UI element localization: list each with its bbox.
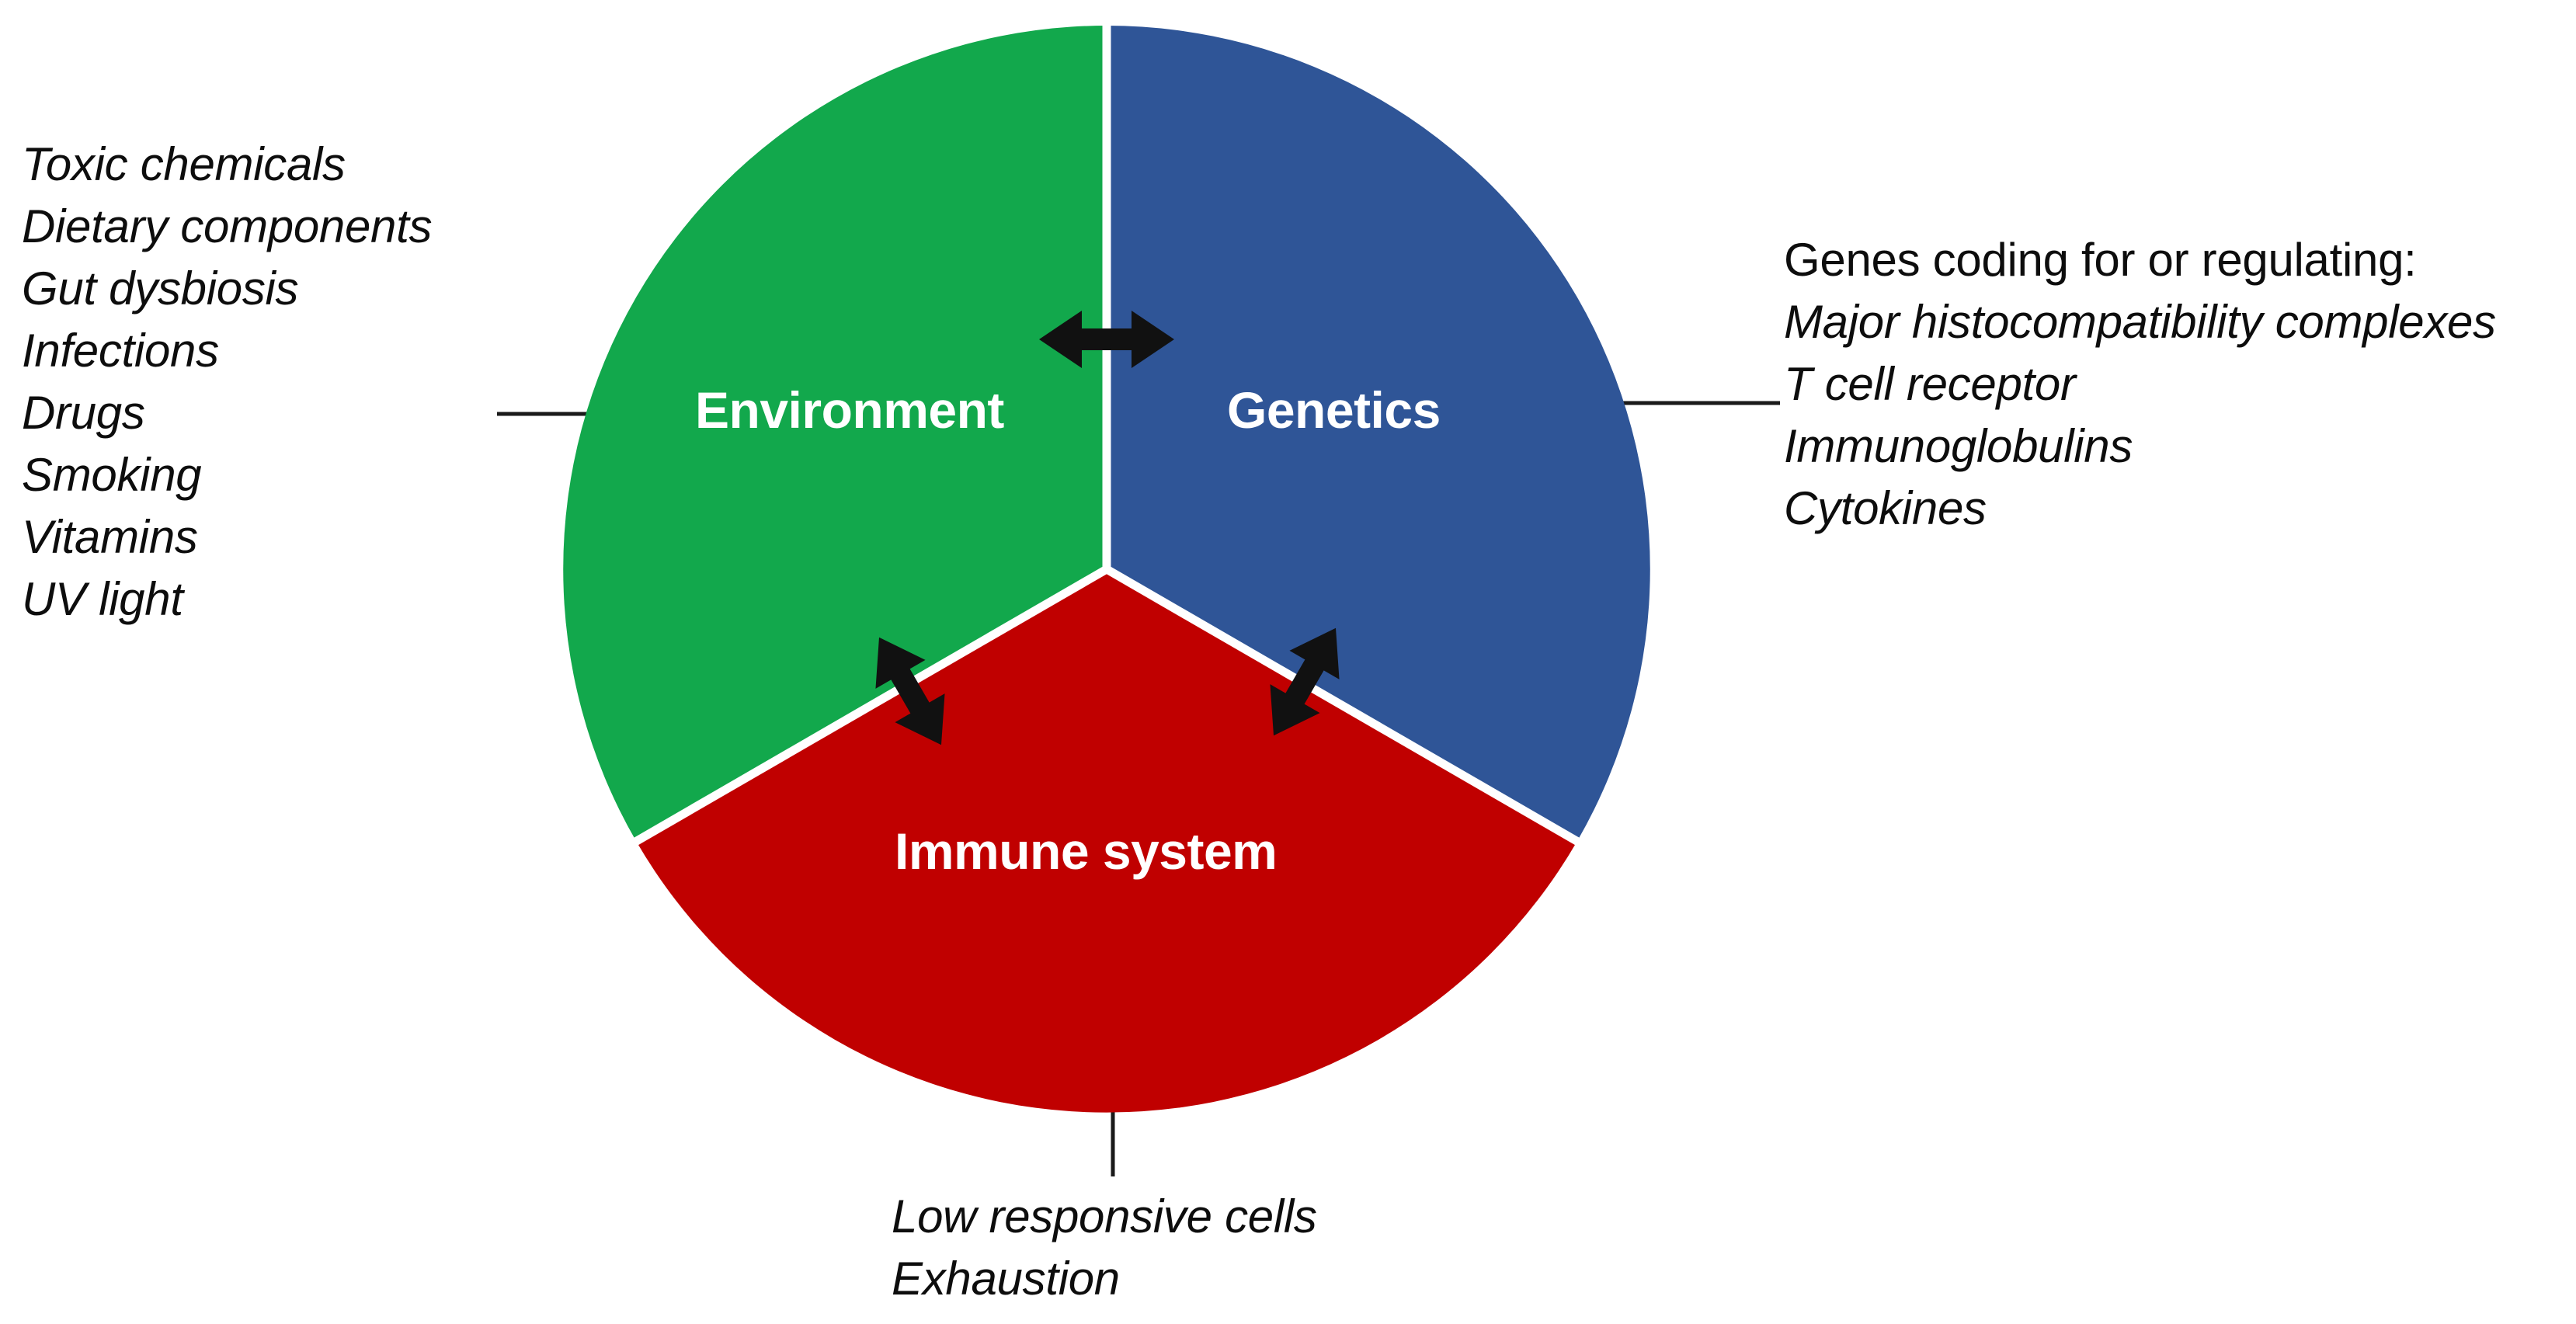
sector-divider-lower-left xyxy=(629,565,1109,848)
list-item: Major histocompatibility complexes xyxy=(1784,296,2496,348)
list-item: Vitamins xyxy=(22,511,198,563)
environment-factors-list: Toxic chemicals Dietary components Gut d… xyxy=(22,134,432,631)
arrow-environment-genetics xyxy=(1039,311,1174,368)
sector-label-environment: Environment xyxy=(695,381,1004,439)
genetics-list-heading: Genes coding for or regulating: xyxy=(1784,234,2417,286)
list-item: Exhaustion xyxy=(892,1253,1120,1305)
arrow-genetics-immune xyxy=(1270,627,1340,736)
list-item: Smoking xyxy=(22,449,202,501)
list-item: T cell receptor xyxy=(1784,358,2076,410)
list-item: Drugs xyxy=(22,387,145,439)
sector-divider-lower-right xyxy=(1104,565,1584,848)
list-item: Cytokines xyxy=(1784,482,1987,534)
immune-factors-list: Low responsive cells Exhaustion xyxy=(892,1186,1317,1310)
list-item: Low responsive cells xyxy=(892,1190,1317,1242)
pie-sector-immune-system[interactable] xyxy=(636,569,1577,1113)
list-item: Dietary components xyxy=(22,200,433,252)
pie-sector-environment[interactable] xyxy=(563,26,1107,841)
sector-label-immune-system: Immune system xyxy=(895,822,1278,880)
list-item: Toxic chemicals xyxy=(22,138,346,190)
genetics-factors-list: Genes coding for or regulating: Major hi… xyxy=(1784,229,2496,540)
list-item: Infections xyxy=(22,325,219,377)
sector-label-genetics: Genetics xyxy=(1227,381,1441,439)
list-item: Gut dysbiosis xyxy=(22,262,299,314)
arrow-environment-immune xyxy=(875,637,945,745)
pie-sector-genetics[interactable] xyxy=(1107,26,1650,841)
list-item: UV light xyxy=(22,573,183,625)
list-item: Immunoglobulins xyxy=(1784,420,2133,472)
